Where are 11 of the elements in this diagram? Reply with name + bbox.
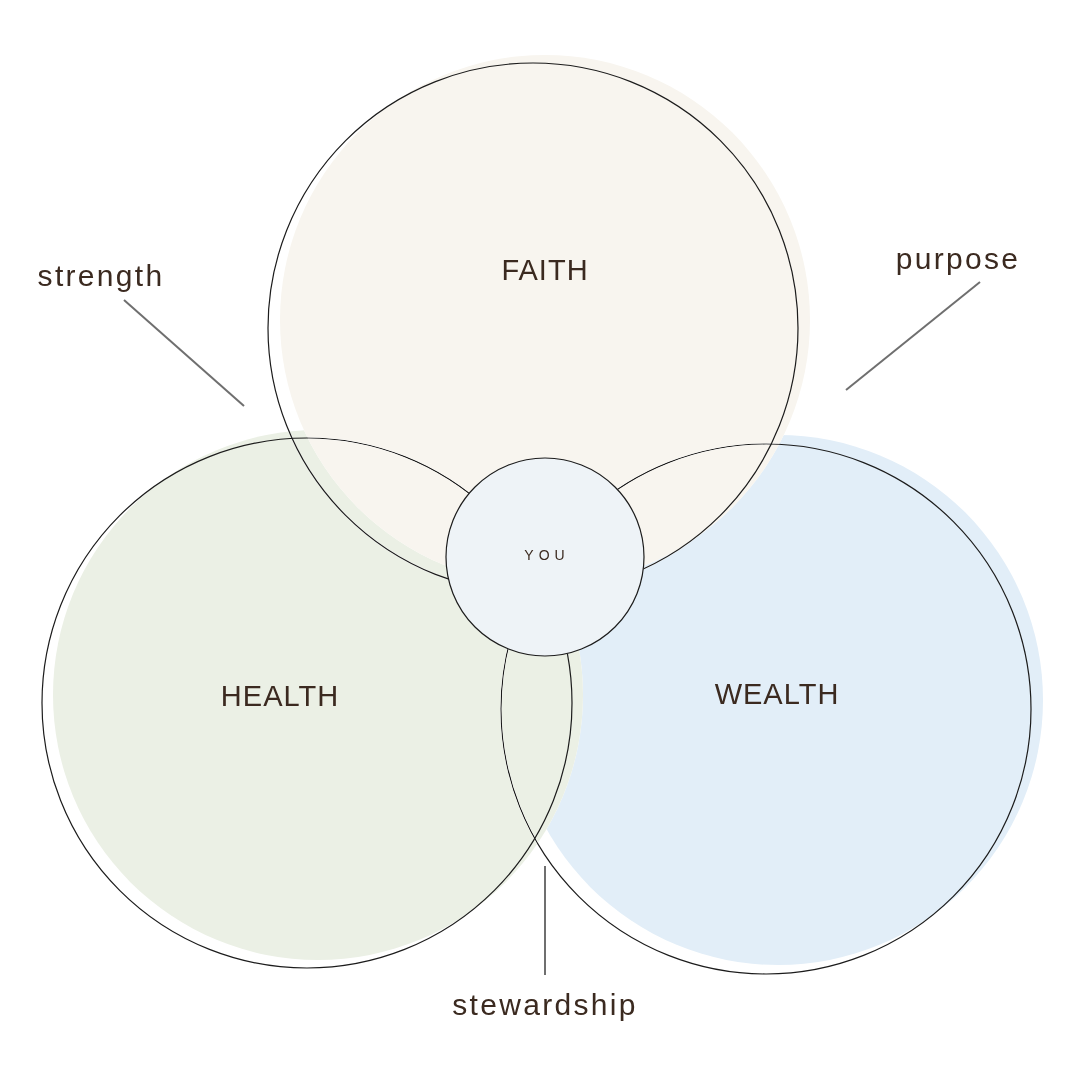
set-label: FAITH: [501, 255, 589, 287]
set-label: YOU: [524, 548, 570, 564]
callout-label: stewardship: [452, 987, 638, 1021]
callout-label: purpose: [895, 241, 1021, 275]
set-label: WEALTH: [714, 679, 840, 711]
leader-line: [845, 281, 981, 391]
venn-circle: [445, 457, 645, 657]
leader-line: [544, 865, 546, 976]
leader-line: [123, 299, 245, 407]
callout-label: strength: [37, 258, 165, 292]
set-label: HEALTH: [220, 681, 340, 713]
